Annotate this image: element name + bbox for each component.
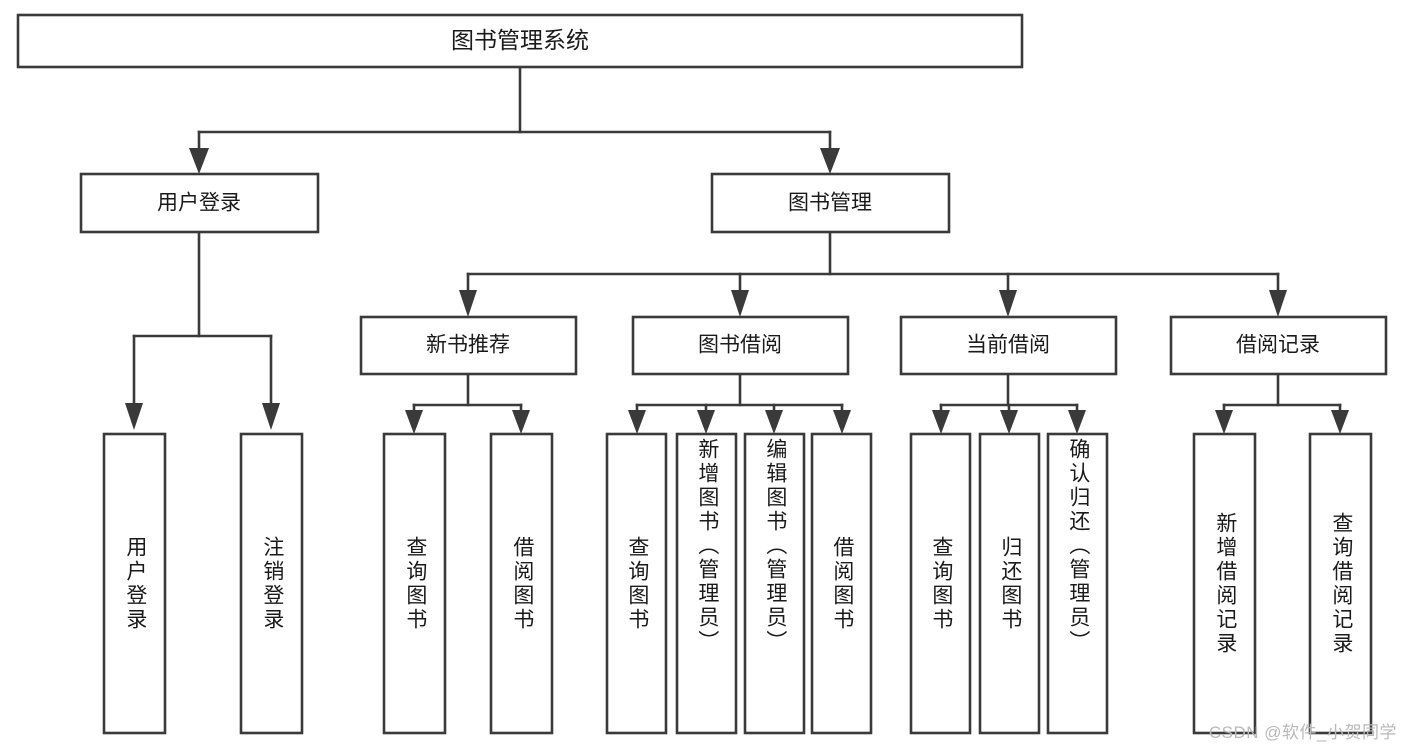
node-borrow-record-box[interactable]	[1169, 315, 1388, 376]
node-user-login-box[interactable]	[79, 172, 320, 234]
node-user-login[interactable]: 用户登录	[79, 172, 320, 234]
watermark-text: CSDN @软件_小贺同学	[1208, 723, 1397, 742]
arrow-head-level3-1	[459, 290, 477, 317]
arrow-head-bb-leaf-3	[765, 410, 783, 434]
arrow-head-cb-leaf-1	[932, 410, 950, 434]
connector-root-to-level2	[189, 65, 840, 174]
arrow-head-cb-leaf-2	[1000, 410, 1018, 434]
connector-borrow-record-to-leaves	[1215, 372, 1349, 434]
node-user-login-label: 用户登录	[157, 192, 241, 215]
node-book-borrow-box[interactable]	[631, 315, 850, 376]
arrow-head-bb-leaf-1	[628, 410, 646, 434]
leaf-box-borrow-record-1[interactable]	[1192, 432, 1257, 735]
node-current-borrow-box[interactable]	[899, 315, 1118, 376]
node-borrow-record[interactable]: 借阅记录	[1169, 315, 1388, 376]
leaf-boxes-current-borrow	[909, 432, 1109, 735]
node-borrow-record-label: 借阅记录	[1236, 334, 1320, 357]
leaf-boxes-borrow-record	[1192, 432, 1373, 735]
arrow-head-br-leaf-1	[1215, 410, 1233, 434]
leaf-boxes-new-book-recommend	[382, 432, 554, 735]
node-book-manage[interactable]: 图书管理	[710, 172, 951, 234]
node-current-borrow-label: 当前借阅	[966, 334, 1050, 357]
arrow-head-cb-leaf-3	[1068, 410, 1086, 434]
leaf-box-user-login-1[interactable]	[102, 432, 167, 735]
node-book-manage-label: 图书管理	[788, 192, 872, 215]
arrow-head-level3-4	[1269, 290, 1287, 317]
leaf-box-book-borrow-4[interactable]	[810, 432, 873, 735]
leaf-box-current-borrow-3[interactable]	[1046, 432, 1109, 735]
arrow-head-bb-leaf-2	[697, 410, 715, 434]
arrow-head-nb-leaf-2	[512, 410, 530, 434]
arrow-head-level3-3	[999, 290, 1017, 317]
connector-book-manage-to-level3	[459, 230, 1287, 317]
leaf-box-new-book-2[interactable]	[489, 432, 554, 735]
node-new-book-recommend-box[interactable]	[359, 315, 578, 376]
arrow-head-user-leaf-2	[262, 403, 280, 430]
leaf-box-book-borrow-2[interactable]	[675, 432, 738, 735]
node-new-book-recommend[interactable]: 新书推荐	[359, 315, 578, 376]
node-book-borrow[interactable]: 图书借阅	[631, 315, 850, 376]
leaf-box-current-borrow-1[interactable]	[909, 432, 972, 735]
leaf-boxes-user-login	[102, 432, 304, 735]
leaf-box-borrow-record-2[interactable]	[1308, 432, 1373, 735]
connector-book-borrow-to-leaves	[628, 372, 851, 434]
arrow-head-level3-2	[731, 290, 749, 317]
node-book-manage-box[interactable]	[710, 172, 951, 234]
arrow-head-bb-leaf-4	[833, 410, 851, 434]
node-current-borrow[interactable]: 当前借阅	[899, 315, 1118, 376]
leaf-box-book-borrow-3[interactable]	[743, 432, 806, 735]
connector-current-borrow-to-leaves	[932, 372, 1086, 434]
leaf-boxes-book-borrow	[605, 432, 873, 735]
leaf-box-book-borrow-1[interactable]	[605, 432, 668, 735]
arrow-head-user-leaf-1	[125, 403, 143, 430]
connector-new-book-to-leaves	[405, 372, 530, 434]
arrow-head-br-leaf-2	[1331, 410, 1349, 434]
arrow-head-user-login	[189, 148, 209, 174]
leaf-box-current-borrow-2[interactable]	[978, 432, 1041, 735]
node-new-book-recommend-label: 新书推荐	[426, 334, 510, 357]
arrow-head-nb-leaf-1	[405, 410, 423, 434]
connector-user-login-to-leaves	[125, 230, 280, 430]
leaf-box-user-login-2[interactable]	[239, 432, 304, 735]
node-root[interactable]: 图书管理系统	[16, 13, 1024, 69]
node-book-borrow-label: 图书借阅	[698, 334, 782, 357]
node-root-label: 图书管理系统	[451, 27, 589, 53]
leaf-box-new-book-1[interactable]	[382, 432, 447, 735]
arrow-head-book-manage	[820, 148, 840, 174]
node-root-box[interactable]	[16, 13, 1024, 69]
